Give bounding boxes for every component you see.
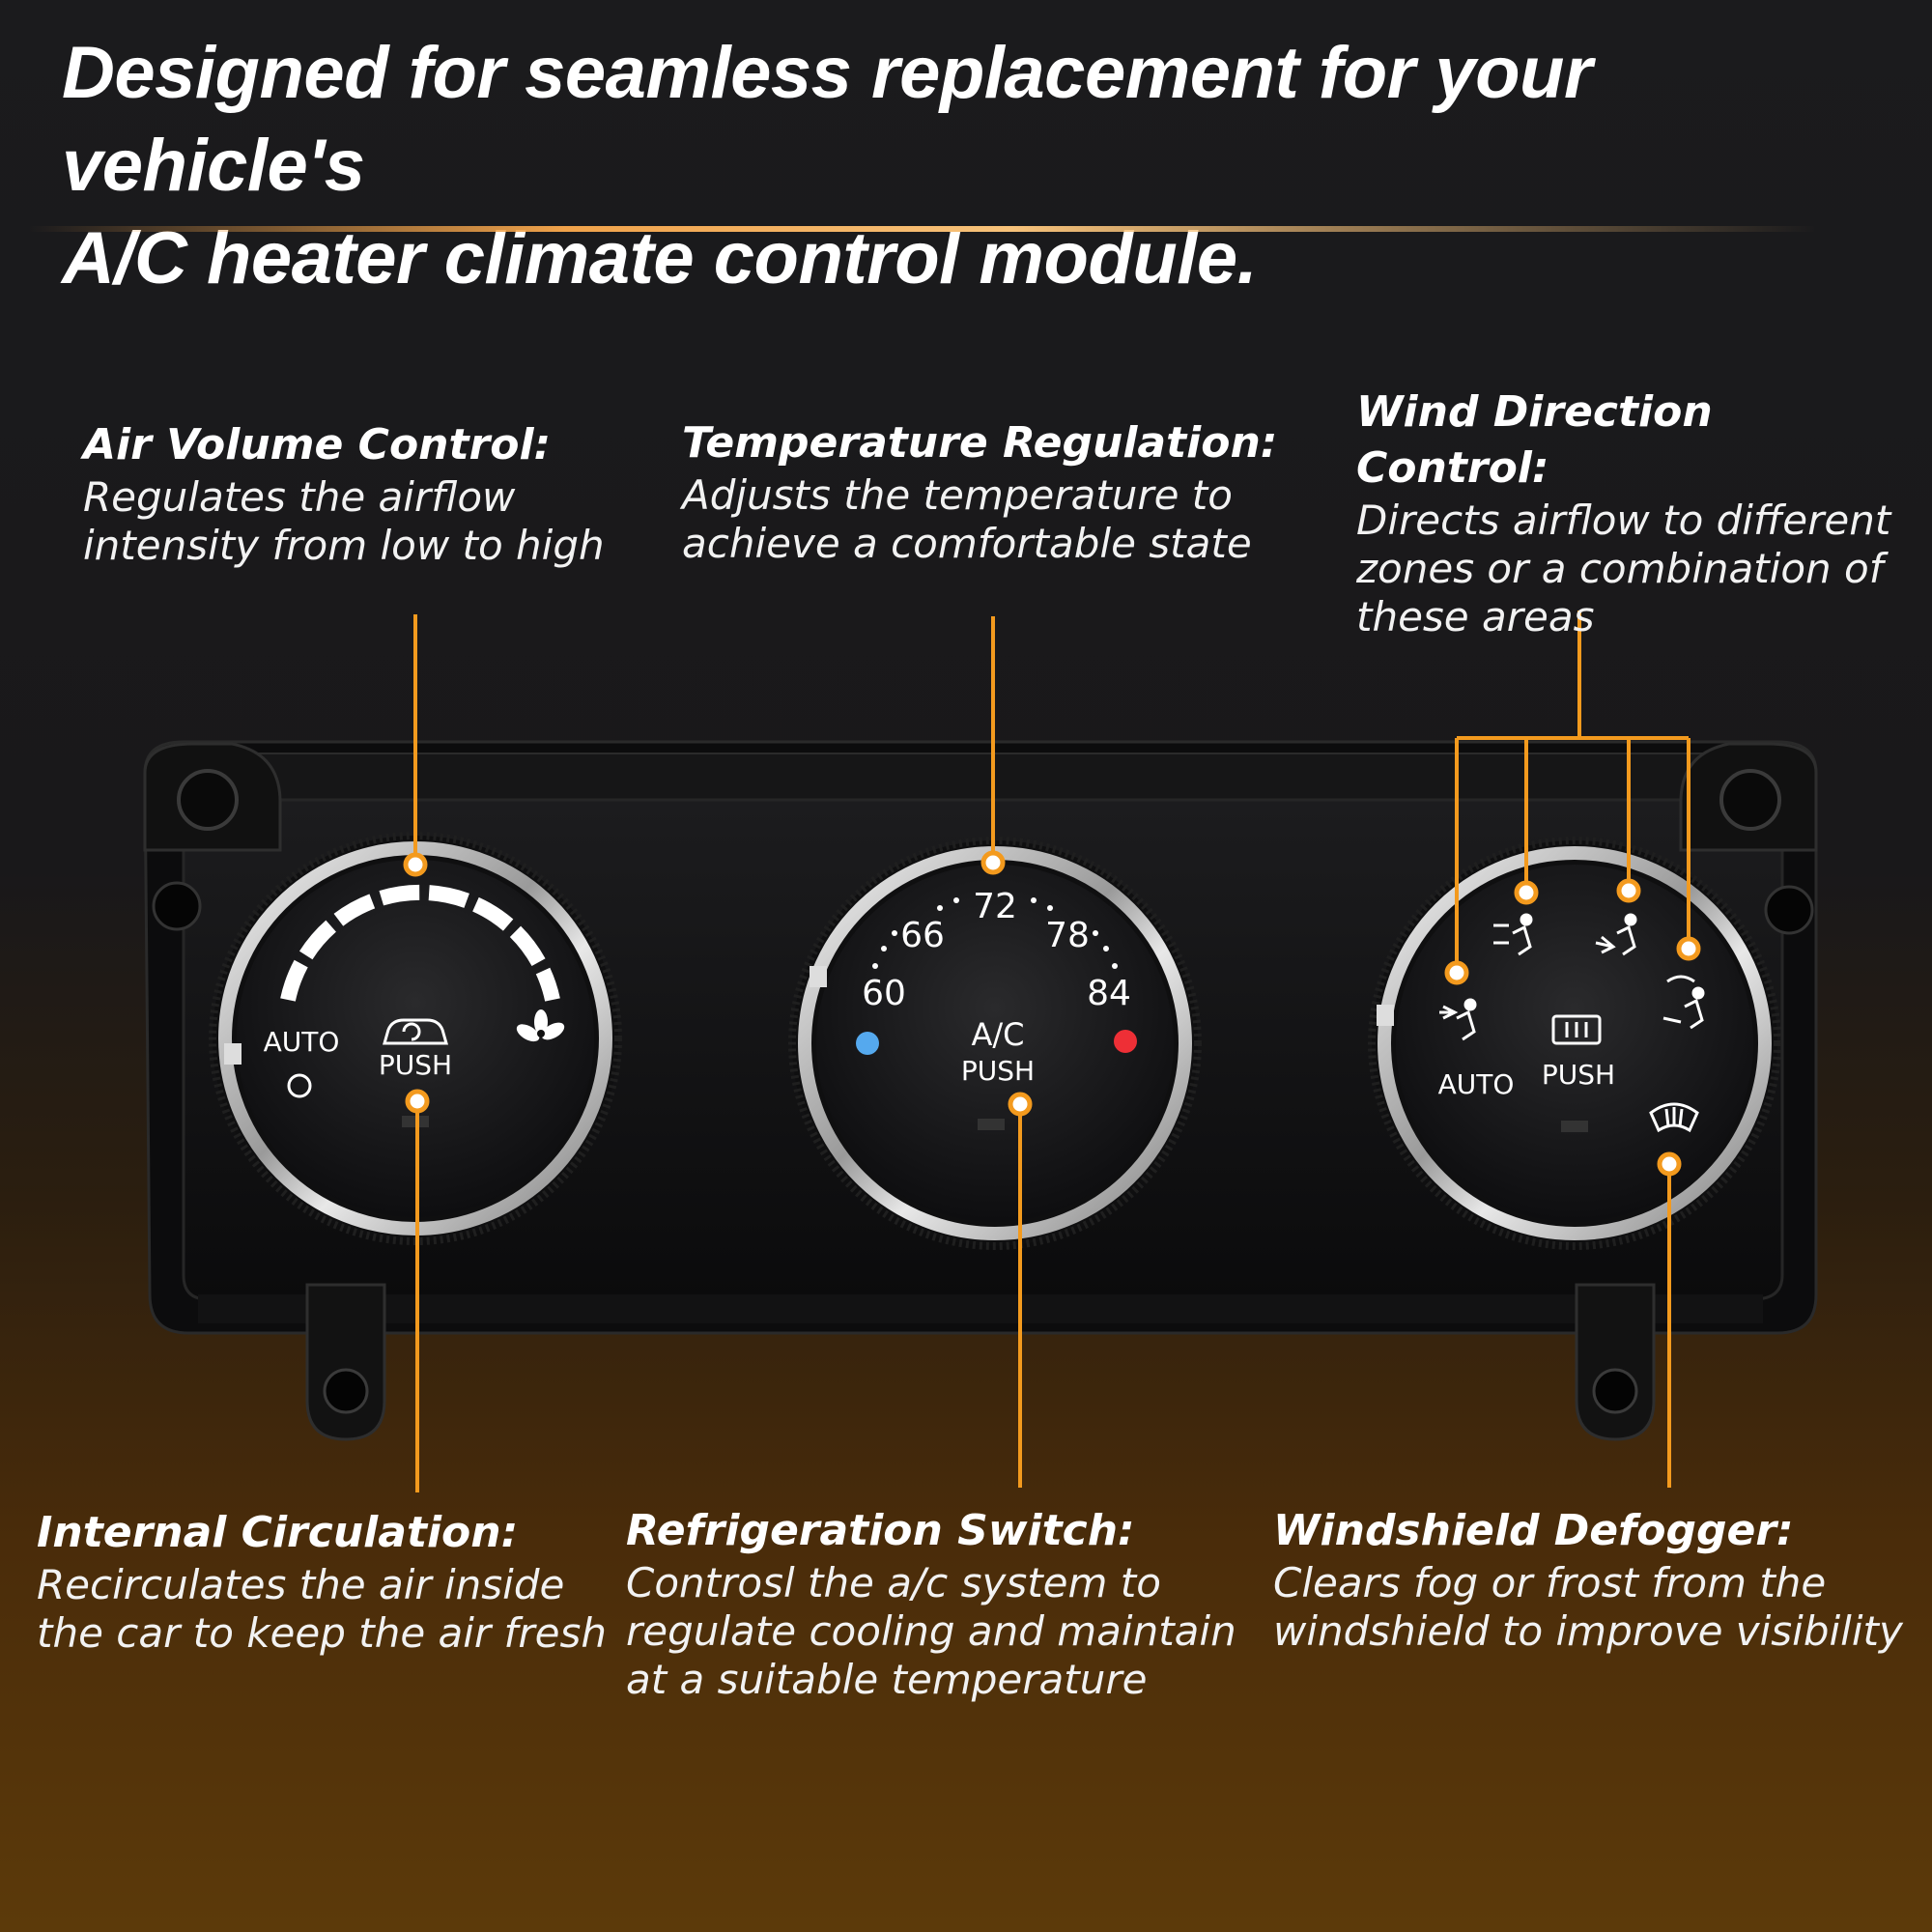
gold-divider (29, 226, 1816, 232)
ac-indicator-led (978, 1119, 1005, 1130)
defogger-description: Clears fog or frost from the windshield … (1273, 1559, 1903, 1655)
ac-text: A/C (971, 1016, 1024, 1053)
callout-lines (413, 611, 1690, 1492)
knob-pointer-right (1377, 1005, 1394, 1026)
center-push-text: PUSH (961, 1055, 1035, 1087)
knob-temperature[interactable] (788, 837, 1202, 1250)
cold-indicator-dot (856, 1032, 879, 1055)
auto-indicator-circle (287, 1073, 312, 1098)
refrigeration-description: Controsl the a/c system to regulate cool… (626, 1559, 1236, 1703)
label-internal-circulation: Internal Circulation: Recirculates the a… (37, 1505, 636, 1658)
label-wind-direction: Wind Direction Control: Directs airflow … (1356, 384, 1917, 641)
mode-face-vent-icon (1439, 998, 1477, 1041)
callout-dots (403, 850, 1701, 1177)
temp-tick-84: 84 (1087, 974, 1131, 1013)
headline-line-1: Designed for seamless replacement for yo… (62, 32, 1593, 207)
recirculation-car-icon (383, 1018, 448, 1045)
wind-direction-title: Wind Direction Control: (1356, 387, 1713, 493)
temperature-scale-dots (872, 897, 1118, 969)
temperature-title: Temperature Regulation: (682, 418, 1278, 468)
temp-tick-60: 60 (862, 974, 906, 1013)
knob-air-volume[interactable] (209, 832, 622, 1245)
temperature-description: Adjusts the temperature to achieve a com… (682, 471, 1252, 567)
mode-bilevel-icon (1493, 913, 1533, 956)
air-volume-title: Air Volume Control: (83, 420, 552, 469)
wind-direction-description: Directs airflow to different zones or a … (1356, 497, 1891, 640)
left-push-text: PUSH (379, 1049, 452, 1081)
left-auto-text: AUTO (264, 1026, 340, 1058)
label-defogger: Windshield Defogger: Clears fog or frost… (1273, 1503, 1920, 1656)
defogger-title: Windshield Defogger: (1273, 1506, 1794, 1555)
knob-wind-direction[interactable] (1368, 837, 1781, 1250)
fan-icon (516, 1009, 565, 1042)
right-push-text: PUSH (1542, 1059, 1615, 1091)
temp-tick-72: 72 (973, 887, 1017, 926)
mode-floor-defrost-icon (1662, 975, 1705, 1030)
right-auto-text: AUTO (1438, 1068, 1515, 1100)
label-temperature: Temperature Regulation: Adjusts the temp… (682, 415, 1281, 568)
mode-floor-icon (1595, 913, 1637, 956)
air-volume-description: Regulates the airflow intensity from low… (83, 473, 605, 569)
label-refrigeration: Refrigeration Switch: Controsl the a/c s… (626, 1503, 1244, 1704)
hot-indicator-dot (1114, 1030, 1137, 1053)
rear-defrost-icon (1551, 1014, 1602, 1045)
temp-tick-78: 78 (1045, 916, 1090, 955)
knob-pointer-left (224, 1043, 242, 1065)
internal-circulation-description: Recirculates the air inside the car to k… (37, 1561, 607, 1657)
label-air-volume: Air Volume Control: Regulates the airflo… (83, 417, 663, 570)
right-indicator-led (1561, 1121, 1588, 1132)
internal-circulation-title: Internal Circulation: (37, 1508, 519, 1557)
temp-tick-66: 66 (900, 916, 945, 955)
mounting-ears (143, 742, 1818, 1441)
knob-pointer-center (810, 966, 827, 987)
defrost-icon (1649, 1102, 1699, 1133)
refrigeration-title: Refrigeration Switch: (626, 1506, 1135, 1555)
